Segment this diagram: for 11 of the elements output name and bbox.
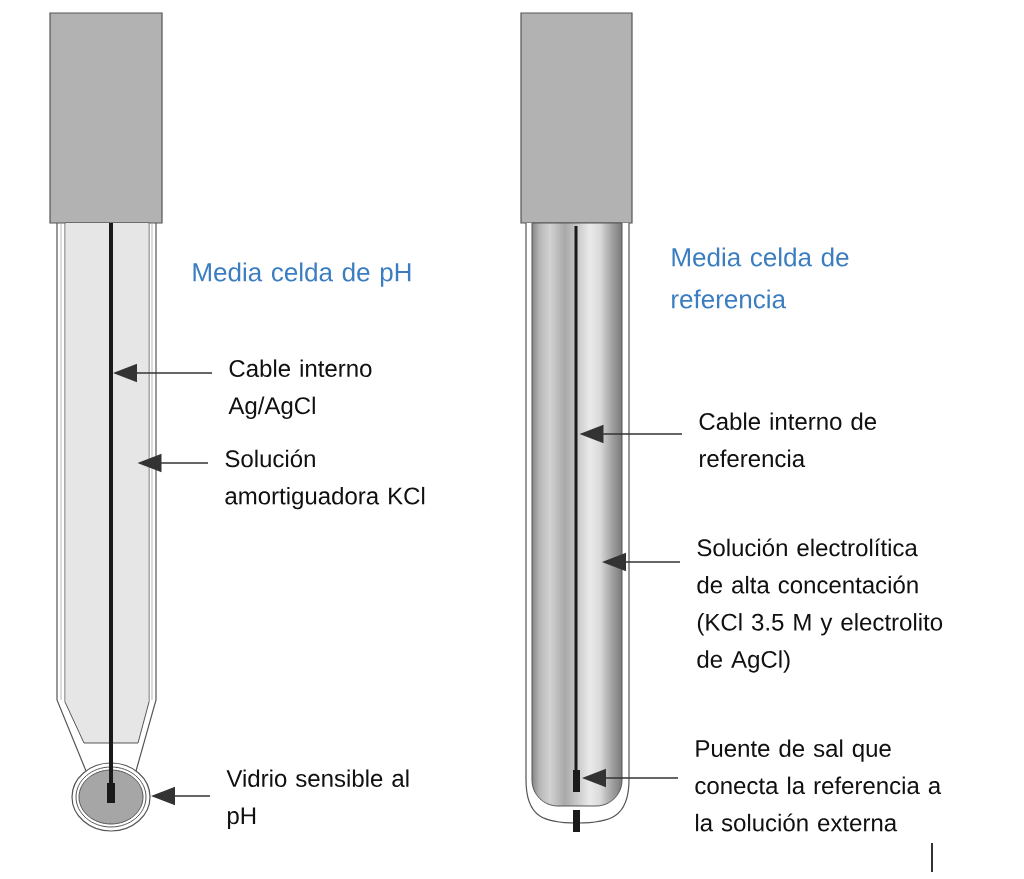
- glass-bulb: [71, 762, 151, 832]
- salt-bridge: [573, 770, 580, 792]
- solution-region: [531, 222, 623, 807]
- callout-label: Solución amortiguadora KCl: [225, 449, 425, 510]
- callout-label: Puente de sal que conecta la referencia a la solución externa: [695, 739, 942, 832]
- callout-label: Cable interno Ag/AgCl: [228, 359, 372, 419]
- callout-label: Cable interno de referencia: [699, 412, 877, 468]
- heading: Media celda de referencia: [672, 247, 849, 309]
- heading: Media celda de pH: [193, 262, 411, 287]
- callout-label: Vidrio sensible al pH: [226, 769, 409, 829]
- callout-label: Solución electrolítica de alta concentación (KCl 3.5 M y electrolito de AgCl): [697, 538, 943, 673]
